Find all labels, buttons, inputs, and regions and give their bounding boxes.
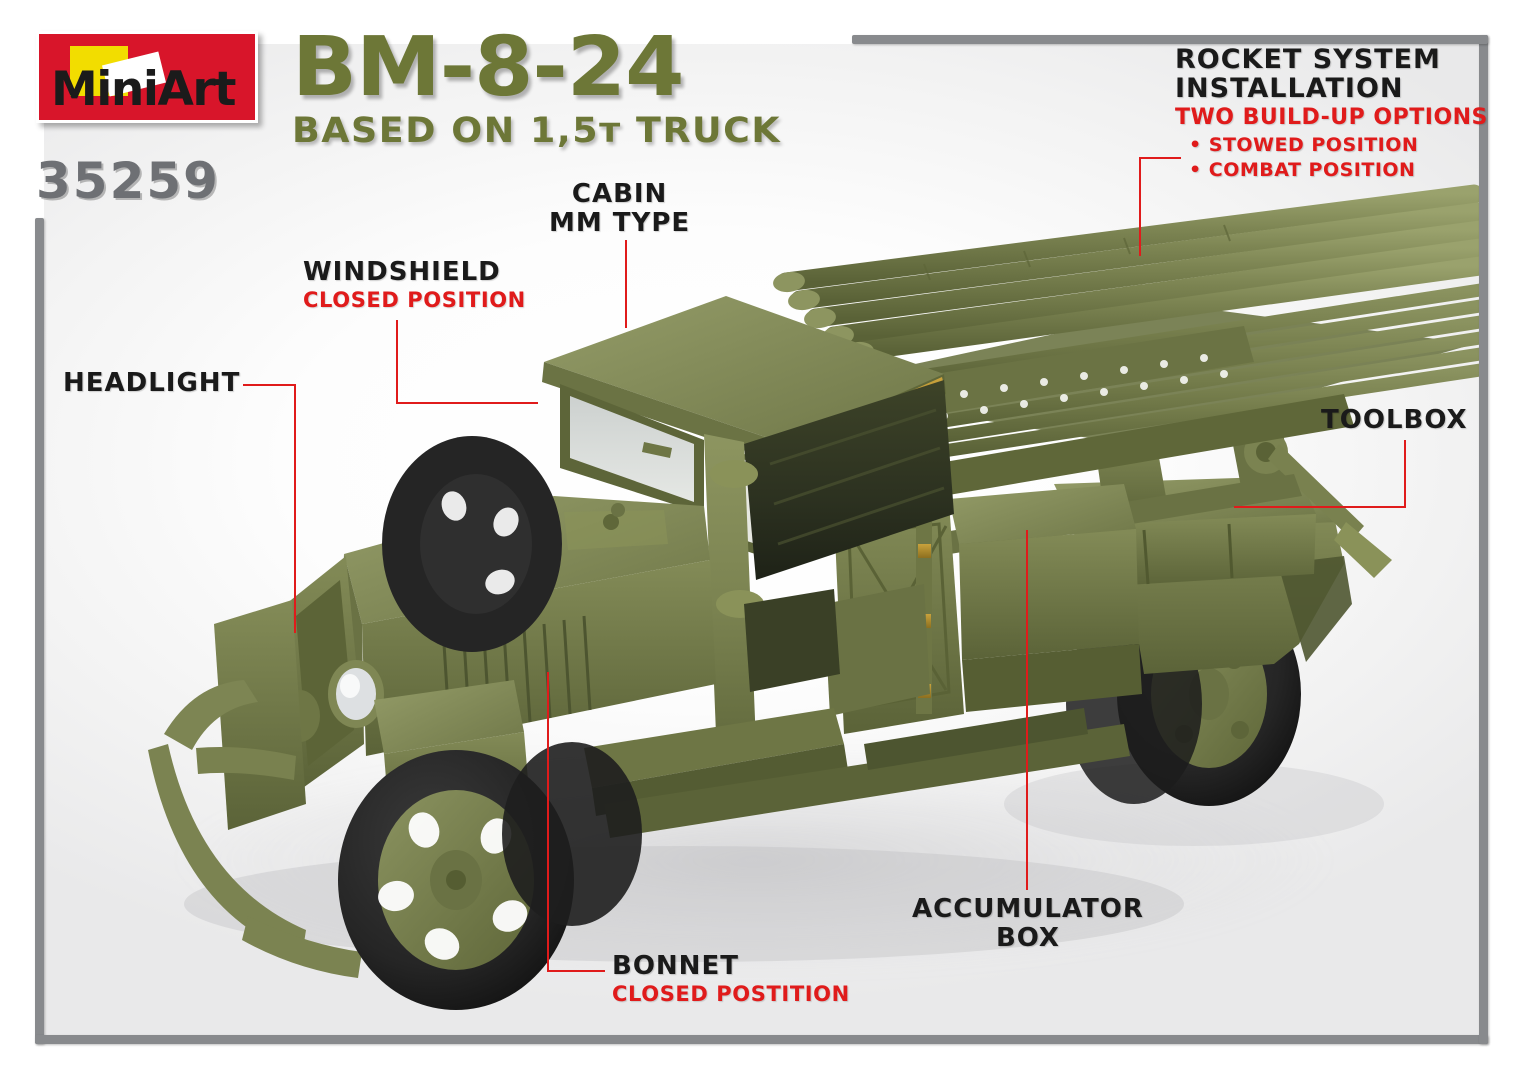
- running-board: [584, 708, 844, 788]
- leader-bonnet-v: [547, 672, 549, 972]
- accumulator-line2: BOX: [995, 923, 1060, 954]
- cabin-canvas: [744, 380, 954, 580]
- rocket-system-options-heading: TWO BUILD-UP OPTIONS: [1175, 105, 1488, 131]
- bm-8-24-model-illustration: [148, 184, 1479, 1010]
- leader-accumulator-v: [1026, 530, 1028, 890]
- leader-toolbox-h: [1234, 506, 1406, 508]
- leader-windshield-h: [396, 402, 538, 404]
- frame-top-edge: [852, 35, 1488, 44]
- accumulator-line1: ACCUMULATOR: [912, 894, 1144, 924]
- leader-rocket-h1: [1139, 157, 1181, 159]
- miniart-logo: MiniArt: [36, 31, 258, 123]
- chassis-rail: [604, 724, 1130, 838]
- rockets: [773, 184, 1479, 363]
- leader-rocket-v: [1139, 157, 1141, 256]
- title-block: BM-8-24 BASED ON 1,5т TRUCK: [292, 26, 780, 151]
- annotation-bonnet: BONNET CLOSED POSTITION: [612, 952, 850, 1006]
- logo-wordmark: MiniArt: [51, 62, 236, 117]
- leader-windshield-v: [396, 320, 398, 404]
- windshield-state: CLOSED POSITION: [303, 287, 526, 312]
- rear-left-wheel: [382, 436, 562, 652]
- front-fender: [148, 600, 362, 978]
- leader-headlight-h: [243, 384, 296, 386]
- leader-cabin-v: [625, 240, 627, 328]
- annotation-cabin: CABIN MM TYPE: [549, 179, 691, 239]
- windshield-title: WINDSHIELD: [303, 257, 501, 287]
- toolbox-title: TOOLBOX: [1321, 405, 1468, 435]
- bonnet-state: CLOSED POSTITION: [612, 981, 850, 1006]
- leader-toolbox-v: [1404, 440, 1406, 508]
- leader-headlight-v: [294, 384, 296, 633]
- bonnet-title: BONNET: [612, 951, 739, 981]
- frame-bottom-edge: [35, 1035, 1488, 1044]
- door-pillars: [704, 434, 930, 744]
- rocket-system-line2: INSTALLATION: [1175, 72, 1404, 104]
- annotation-toolbox: TOOLBOX: [1321, 405, 1468, 435]
- wiper: [642, 442, 672, 458]
- rocket-system-options: • STOWED POSITION • COMBAT POSITION: [1175, 133, 1488, 184]
- mid-wheel: [502, 742, 642, 926]
- page-title: BM-8-24: [292, 20, 684, 115]
- annotation-rocket-system: ROCKET SYSTEM INSTALLATION TWO BUILD-UP …: [1175, 44, 1488, 184]
- page-subtitle: BASED ON 1,5т TRUCK: [292, 111, 782, 152]
- rocket-system-line1: ROCKET SYSTEM: [1175, 44, 1441, 75]
- hood-latch: [611, 503, 625, 517]
- kit-number: 35259: [36, 152, 220, 210]
- option-stowed: • STOWED POSITION: [1189, 133, 1419, 156]
- annotation-headlight: HEADLIGHT: [63, 368, 240, 398]
- frame-right-edge: [1479, 35, 1488, 1044]
- option-combat: • COMBAT POSITION: [1189, 159, 1416, 182]
- cabin-line2: MM TYPE: [549, 208, 691, 239]
- product-photo-area: [44, 44, 1479, 1035]
- annotation-accumulator-box: ACCUMULATOR BOX: [912, 894, 1144, 954]
- cabin-line1: CABIN: [571, 179, 668, 209]
- headlight-title: HEADLIGHT: [63, 368, 241, 398]
- accumulator-box: [949, 484, 1142, 712]
- leader-bonnet-h: [547, 970, 605, 972]
- annotation-windshield: WINDSHIELD CLOSED POSITION: [303, 258, 526, 312]
- frame-left-edge: [35, 218, 44, 1044]
